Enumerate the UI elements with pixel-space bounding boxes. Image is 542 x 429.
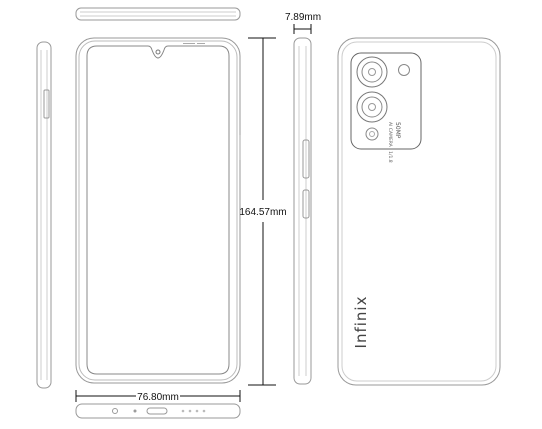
- width-label: 76.80mm: [137, 392, 179, 403]
- depth-sensor-icon: [365, 127, 379, 141]
- left-side-view: [36, 41, 52, 389]
- back-view: [337, 37, 501, 386]
- thickness-dimension: [293, 24, 312, 34]
- brand-logo-text: Infinix: [352, 296, 370, 349]
- display-screen: [86, 45, 230, 375]
- right-side-view: [293, 37, 312, 385]
- width-dimension: [75, 390, 241, 402]
- usb-port-icon: [146, 407, 168, 415]
- secondary-camera-lens-icon: [356, 91, 388, 123]
- power-button: [302, 189, 310, 219]
- camera-megapixel-label: 50MP: [394, 122, 401, 139]
- height-label: 164.57mm: [239, 207, 286, 218]
- headphone-jack-icon: [112, 408, 118, 414]
- bottom-edge-view: [75, 403, 241, 419]
- camera-module: [350, 52, 422, 150]
- flash-icon: [398, 64, 410, 76]
- thickness-label: 7.89mm: [285, 12, 321, 23]
- camera-subtext-label: AI CAMERA · 1/1.8: [387, 122, 393, 163]
- volume-button: [302, 139, 310, 179]
- top-edge-view: [75, 7, 241, 21]
- mic-icon: [133, 409, 137, 413]
- front-camera-icon: [155, 49, 161, 55]
- sim-tray: [43, 89, 50, 119]
- front-view: [75, 37, 241, 384]
- main-camera-lens-icon: [356, 56, 388, 88]
- height-dimension: [248, 37, 276, 386]
- speaker-grille-icon: [181, 409, 206, 413]
